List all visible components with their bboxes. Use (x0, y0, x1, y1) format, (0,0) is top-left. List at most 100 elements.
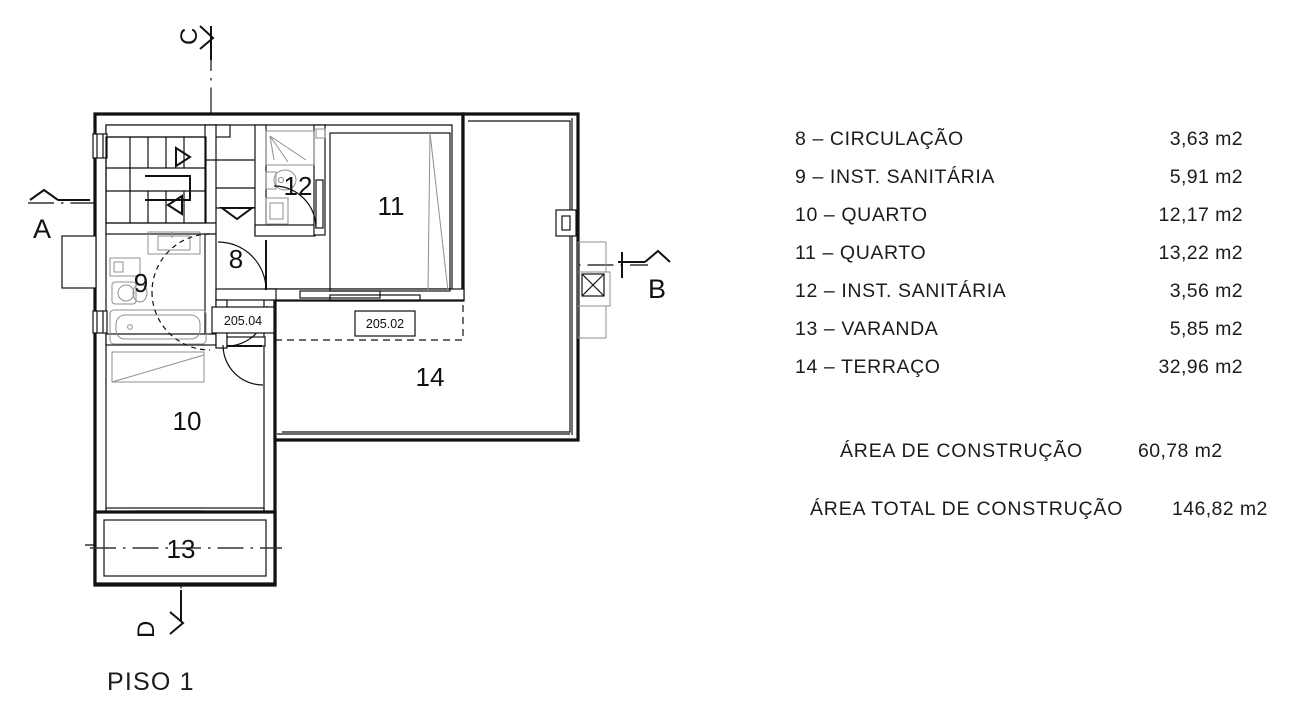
schedule-name-8: 8 – CIRCULAÇÃO (795, 128, 964, 150)
bidet-9 (132, 283, 148, 303)
room-label-10: 10 (173, 406, 202, 436)
toilet-12 (273, 169, 297, 191)
wardrobe-11 (329, 132, 451, 292)
schedule-row-9: 9 – INST. SANITÁRIA 5,91 m2 (795, 166, 1285, 204)
bathtub-9 (109, 309, 207, 345)
wall-corridor-bottom (215, 288, 277, 301)
section-marker-c: C (176, 25, 215, 60)
schedule-area-9: 5,91 m2 (1169, 166, 1243, 188)
door-swing-terrace (222, 344, 264, 386)
section-marker-d: D (133, 590, 185, 638)
schedule-row-14: 14 – TERRAÇO 32,96 m2 (795, 356, 1285, 394)
section-d-label: D (133, 621, 160, 638)
terrace-parapet-inner (282, 120, 571, 433)
schedule-name-9: 9 – INST. SANITÁRIA (795, 166, 995, 188)
section-marker-a: A (29, 188, 90, 244)
section-b-label: B (648, 274, 666, 304)
section-a-caret (29, 188, 59, 201)
quarto11-wardrobe (329, 132, 451, 292)
basin-12-bowl (269, 202, 284, 220)
window-left-top (92, 133, 108, 159)
ext-box-upper (577, 241, 607, 273)
schedule-name-11: 11 – QUARTO (795, 242, 927, 264)
toilet-9 (111, 281, 137, 305)
section-c-caret (199, 25, 215, 50)
total-row-construction: ÁREA DE CONSTRUÇÃO 60,78 m2 (795, 440, 1285, 498)
basin-9 (157, 235, 191, 251)
toilet-bowl-9 (117, 284, 135, 302)
bath12-fixtures (265, 128, 326, 229)
room-label-11: 11 (378, 191, 405, 221)
schedule-row-8: 8 – CIRCULAÇÃO 3,63 m2 (795, 128, 1285, 166)
schedule-area-10: 12,17 m2 (1158, 204, 1243, 226)
schedule-area-11: 13,22 m2 (1158, 242, 1243, 264)
code-label-205-02: 205.02 (354, 310, 416, 337)
schedule-area-13: 5,85 m2 (1169, 318, 1243, 340)
quarto10-wardrobe (111, 351, 205, 383)
schedule-row-12: 12 – INST. SANITÁRIA 3,56 m2 (795, 280, 1285, 318)
code-text-205-02: 205.02 (366, 317, 404, 331)
schedule-row-13: 13 – VARANDA 5,85 m2 (795, 318, 1285, 356)
area-totals: ÁREA DE CONSTRUÇÃO 60,78 m2 ÁREA TOTAL D… (795, 440, 1285, 556)
room-label-14: 14 (416, 362, 445, 392)
cistern-12 (265, 171, 277, 190)
schedule-row-11: 11 – QUARTO 13,22 m2 (795, 242, 1285, 280)
section-b-caret (644, 249, 671, 263)
wall-bath12-left (254, 124, 267, 236)
wardrobe-11-diagonal (429, 132, 449, 292)
room-label-13: 13 (167, 534, 196, 564)
code-label-205-04: 205.04 (211, 306, 275, 334)
stair-treads-upper (106, 137, 206, 169)
schedule-name-12: 12 – INST. SANITÁRIA (795, 280, 1007, 302)
total-label-total-construction: ÁREA TOTAL DE CONSTRUÇÃO (810, 498, 1124, 520)
window-left-bath9 (92, 310, 108, 334)
section-c-label: C (176, 28, 203, 45)
floor-plan-drawing: .w { fill:none; stroke:#111; stroke-widt… (28, 25, 671, 638)
code-box-205-02 (354, 310, 416, 337)
section-marker-b: B (618, 249, 671, 304)
left-bay-projection (61, 235, 97, 289)
vent-box-terrace (555, 209, 577, 237)
wall-cabinet-9-detail (113, 261, 124, 273)
shower-12 (265, 130, 315, 166)
wall-stair-right (204, 124, 217, 224)
stair-arrow-down (218, 207, 256, 221)
staircase (105, 136, 256, 224)
schedule-row-10: 10 – QUARTO 12,17 m2 (795, 204, 1285, 242)
total-row-total-construction: ÁREA TOTAL DE CONSTRUÇÃO 146,82 m2 (795, 498, 1285, 556)
room-label-8: 8 (229, 244, 243, 274)
code-text-205-04: 205.04 (224, 314, 262, 328)
schedule-area-12: 3,56 m2 (1169, 280, 1243, 302)
ext-box-lower (577, 305, 607, 339)
varanda-13 (90, 510, 282, 586)
total-area-construction: 60,78 m2 (1138, 440, 1223, 462)
code-box-205-04 (211, 306, 275, 334)
shower-valve-12 (315, 128, 326, 139)
schedule-name-13: 13 – VARANDA (795, 318, 939, 340)
wall-bath12-bottom (254, 224, 316, 237)
room-label-12: 12 (284, 171, 313, 201)
room-schedule: 8 – CIRCULAÇÃO 3,63 m2 9 – INST. SANITÁR… (795, 128, 1285, 394)
bath9-fixtures (109, 231, 211, 351)
door-jamb-bath12 (315, 179, 324, 229)
floor-plan-svg: .w { fill:none; stroke:#111; stroke-widt… (28, 25, 671, 638)
bathtub-9-inner (115, 314, 201, 340)
schedule-area-14: 32,96 m2 (1158, 356, 1243, 378)
schedule-name-14: 14 – TERRAÇO (795, 356, 941, 378)
section-d-caret (169, 611, 185, 635)
total-label-construction: ÁREA DE CONSTRUÇÃO (840, 440, 1084, 462)
basin-12 (265, 197, 289, 225)
door-swing-12 (273, 185, 317, 229)
stair-arrow-left (166, 194, 183, 216)
room-label-9: 9 (134, 268, 148, 298)
stair-handrail (145, 175, 191, 201)
section-a-label: A (33, 214, 51, 244)
page-title: PISO 1 (107, 668, 195, 696)
stair-arrow-up (175, 146, 192, 168)
wardrobe-10 (111, 351, 205, 383)
terrace-fittings (555, 209, 611, 339)
schedule-area-8: 3,63 m2 (1169, 128, 1243, 150)
left-wall-openings (61, 133, 108, 334)
wall-cabinet-9 (109, 257, 141, 277)
